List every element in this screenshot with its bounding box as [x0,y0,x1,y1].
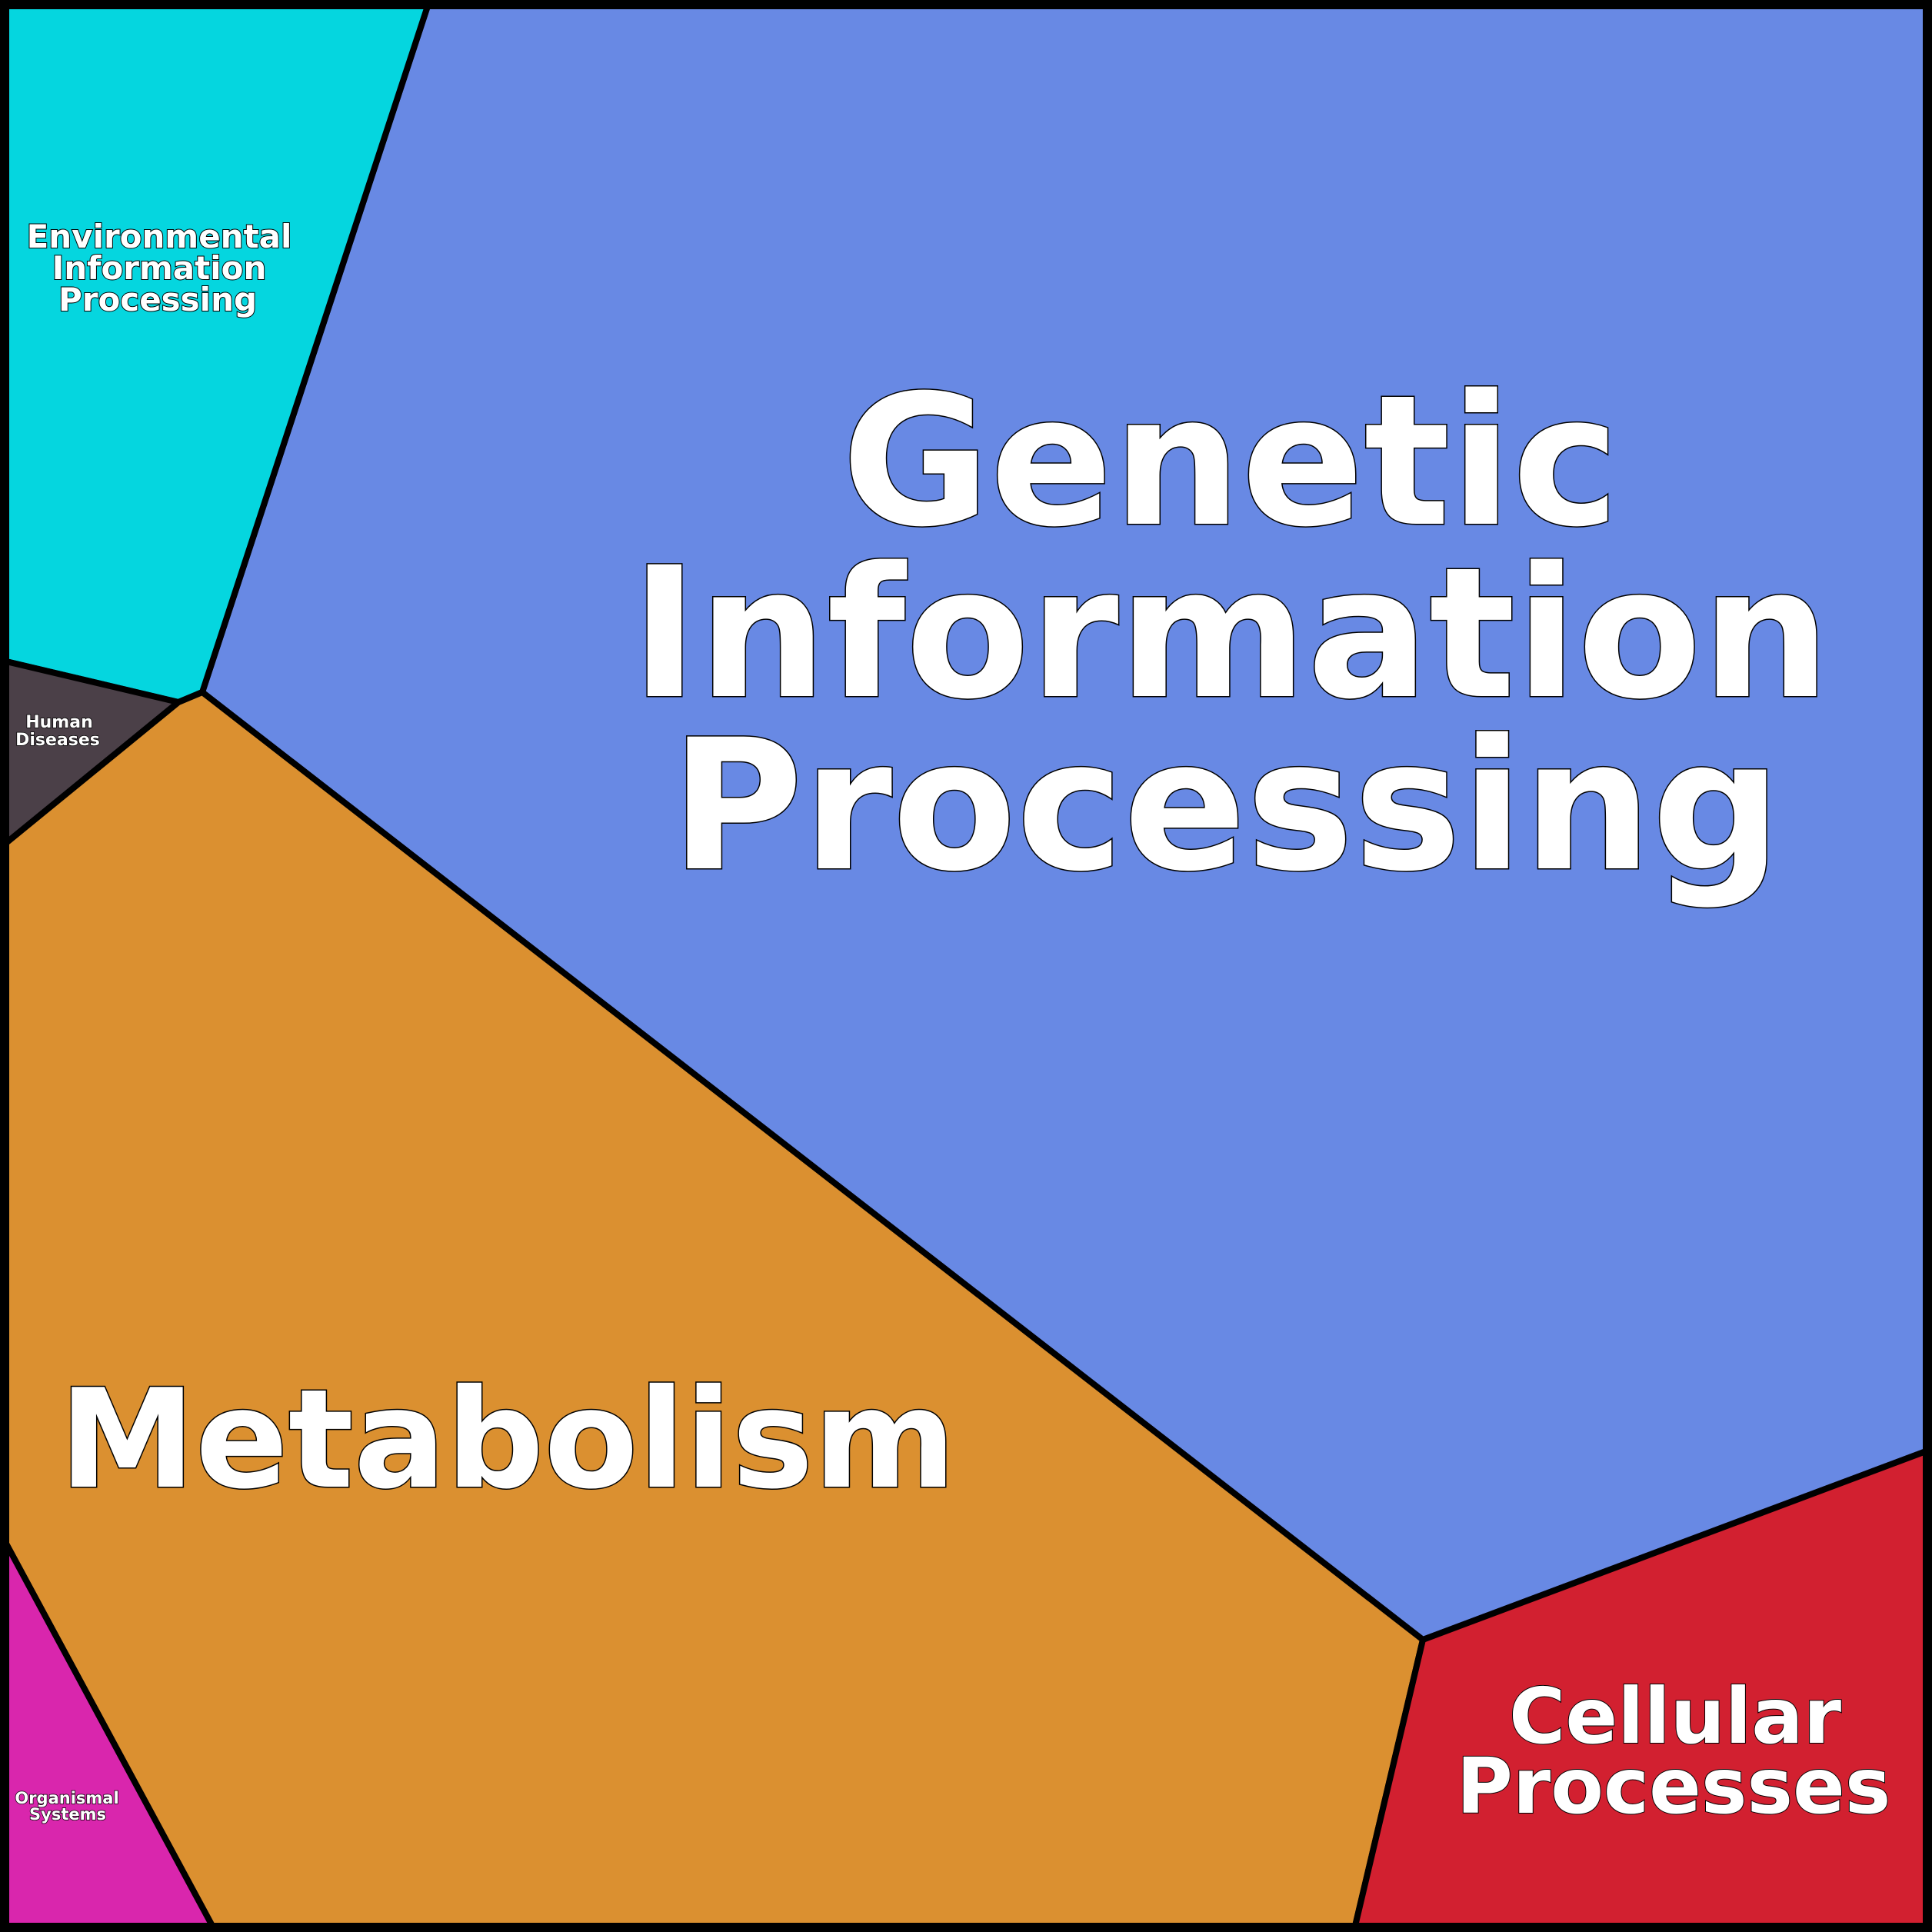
label-metabolism: Metabolism [58,1359,957,1521]
label-organismal: Organismal Systems [15,1788,120,1824]
label-line: Organismal [15,1789,118,1807]
label-line: Information [52,249,267,287]
label-line: Processes [1457,1741,1891,1831]
label-environmental: Environmental Information Processing [26,217,293,319]
label-line: Information [631,529,1830,739]
label-cellular: Cellular Processes [1456,1671,1892,1832]
label-line: Environmental [27,218,292,255]
label-line: Diseases [15,731,100,750]
label-line: Systems [29,1805,106,1824]
label-line: Processing [671,701,1781,911]
label-human-diseases: Human Diseases [15,712,100,751]
label-line: Human [25,713,93,732]
label-genetic: Genetic Information Processing [630,356,1831,913]
label-line: Processing [58,281,257,318]
label-line: Genetic [841,357,1619,567]
label-line: Metabolism [59,1360,956,1519]
label-line: Cellular [1509,1671,1842,1761]
